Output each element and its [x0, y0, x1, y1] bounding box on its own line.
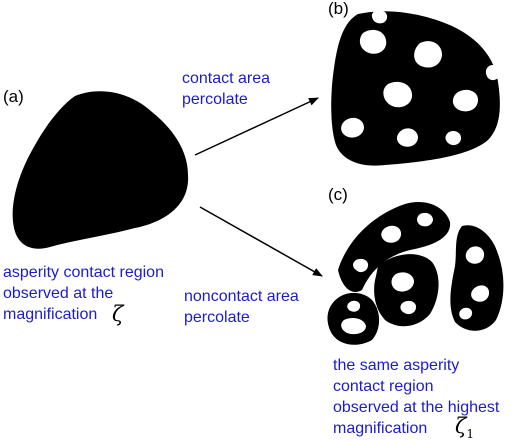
caption-line: contact region: [333, 378, 434, 395]
panel-b-label: (b): [328, 0, 349, 18]
caption-line: noncontact area: [184, 288, 299, 305]
percolating-noncontact-area-shape: [327, 202, 504, 345]
caption-line: magnification: [3, 306, 98, 323]
arrow-to-c: [199, 206, 323, 277]
same-asperity-caption: the same asperity contact region observe…: [333, 355, 499, 439]
panel-a-label: (a): [3, 87, 24, 106]
noncontact-area-caption: noncontact area percolate: [184, 286, 299, 328]
caption-line: percolate: [184, 309, 250, 326]
contact-area-caption: contact area percolate: [182, 68, 270, 110]
zeta-symbol: ζ: [112, 302, 124, 326]
panel-c-label: (c): [328, 185, 348, 204]
caption-line: asperity contact region: [3, 264, 164, 281]
zeta1-base: ζ: [455, 414, 467, 438]
asperity-caption: asperity contact region observed at the …: [3, 262, 164, 325]
asperity-contact-region-blob: [12, 91, 189, 249]
caption-line: observed at the highest: [333, 399, 500, 416]
caption-line: the same asperity: [333, 357, 460, 374]
zeta1-symbol: ζ1: [455, 414, 474, 441]
caption-line: observed at the: [3, 285, 114, 302]
percolating-contact-area-shape: [331, 10, 501, 166]
zeta1-subscript: 1: [466, 427, 475, 441]
arrow-to-b: [194, 97, 319, 156]
caption-line: contact area: [182, 70, 271, 87]
caption-line: magnification: [333, 420, 428, 437]
caption-line: percolate: [182, 91, 248, 108]
